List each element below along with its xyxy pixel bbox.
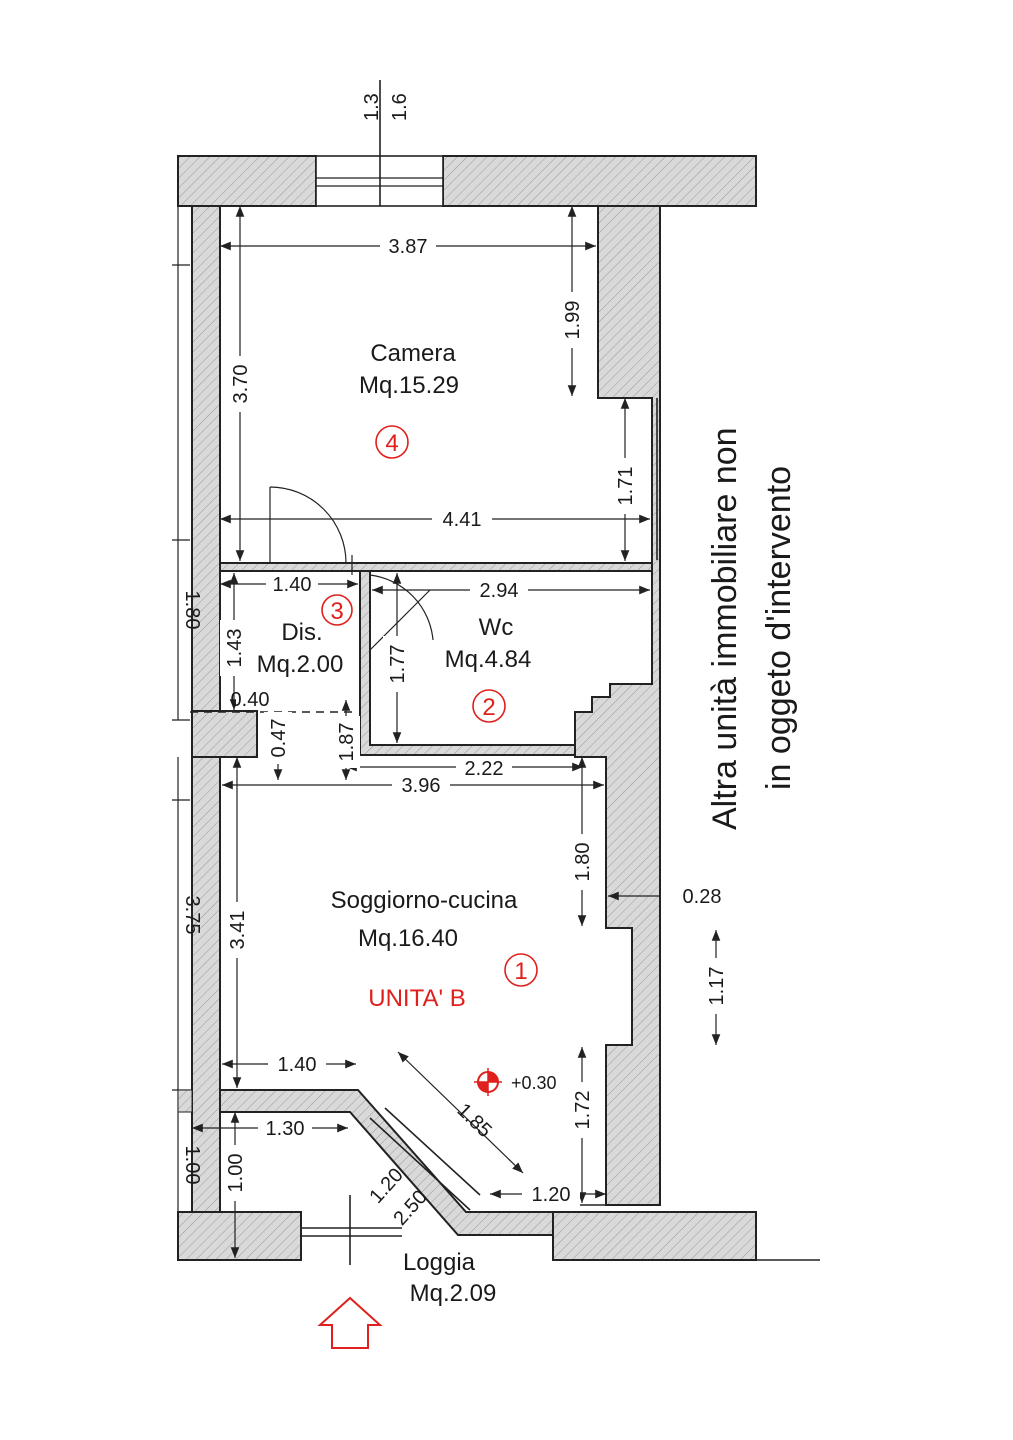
soggiorno-name: Soggiorno-cucina	[331, 887, 518, 914]
dim-2-94: 2.94	[480, 580, 519, 602]
dim-1-40-dis: 1.40	[273, 574, 312, 596]
left-wall-lower	[191, 756, 221, 1213]
wc-area: Mq.4.84	[445, 646, 532, 673]
left-dim-c: 1.00	[181, 1146, 203, 1185]
right-wall	[574, 205, 661, 1206]
camera-area: Mq.15.29	[359, 372, 459, 399]
dim-3-96: 3.96	[402, 775, 441, 797]
wc-number: 2	[482, 694, 495, 721]
top-window	[315, 80, 444, 207]
side-note-line2: in oggeto d'intervento	[760, 466, 798, 790]
dis-name: Dis.	[281, 619, 322, 646]
elevation-value: +0.30	[511, 1073, 557, 1093]
camera-door	[269, 486, 347, 564]
wc-name: Wc	[479, 614, 514, 641]
camera-name: Camera	[370, 340, 456, 367]
dim-1-43: 1.43	[224, 629, 246, 668]
dim-1-77: 1.77	[387, 645, 409, 684]
loggia-wall	[219, 1089, 554, 1236]
unit-label: UNITA' B	[368, 985, 465, 1012]
window-dim-b: 1.6	[389, 93, 411, 121]
dim-0-47: 0.47	[268, 719, 290, 758]
dim-1-99: 1.99	[562, 301, 584, 340]
camera-number: 4	[385, 430, 398, 457]
dim-1-72: 1.72	[572, 1091, 594, 1130]
dim-1-40-living: 1.40	[278, 1054, 317, 1076]
partition-camera	[219, 562, 653, 572]
left-wall-stub	[191, 710, 258, 758]
bottom-wall-left	[177, 1211, 302, 1261]
dis-number: 3	[330, 598, 343, 625]
dim-1-30: 1.30	[266, 1118, 305, 1140]
dim-1-85: 1.85	[453, 1099, 496, 1142]
left-wall-upper	[191, 205, 221, 712]
loggia-area: Mq.2.09	[410, 1280, 497, 1307]
dim-1-71: 1.71	[615, 467, 637, 506]
dim-1-20-loggia: 1.20	[532, 1184, 571, 1206]
dis-area: Mq.2.00	[257, 651, 344, 678]
dim-3-87: 3.87	[389, 236, 428, 258]
window-dim-a: 1.3	[361, 93, 383, 121]
entrance-arrow-icon	[317, 1296, 383, 1349]
dim-3-70: 3.70	[230, 365, 252, 404]
soggiorno-area: Mq.16.40	[358, 925, 458, 952]
bottom-wall-right	[552, 1211, 757, 1261]
elevation-marker-icon	[474, 1068, 502, 1096]
dim-1-80: 1.80	[572, 843, 594, 882]
dim-2-22: 2.22	[465, 758, 504, 780]
side-note-line1: Altra unità immobiliare non	[706, 427, 744, 830]
dim-3-41: 3.41	[227, 911, 249, 950]
top-wall-left	[177, 155, 317, 207]
dim-0-40: 0.40	[231, 689, 270, 711]
dim-1-87: 1.87	[336, 723, 358, 762]
dim-4-41: 4.41	[443, 509, 482, 531]
left-dim-b: 3.75	[181, 896, 203, 935]
top-wall-right	[442, 155, 757, 207]
dim-1-00: 1.00	[225, 1154, 247, 1193]
loggia-name: Loggia	[403, 1249, 476, 1276]
dim-0-28: 0.28	[683, 886, 722, 908]
dim-1-17: 1.17	[706, 967, 728, 1006]
soggiorno-number: 1	[514, 958, 527, 985]
left-dim-a: 1.80	[181, 591, 203, 630]
